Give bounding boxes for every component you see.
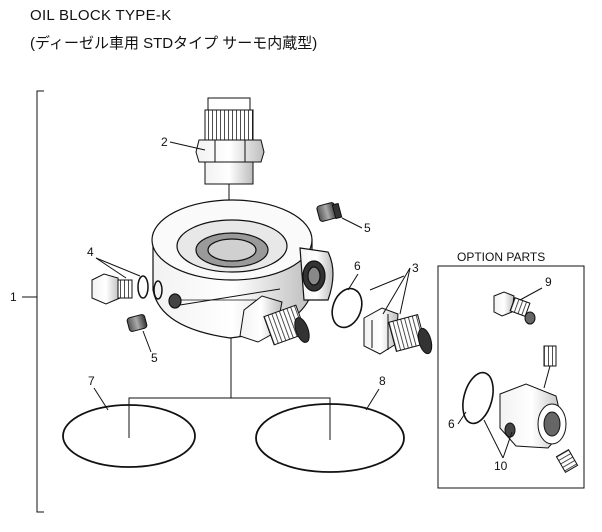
part-2-thermo-fitting xyxy=(195,97,265,185)
callout-7: 7 xyxy=(88,374,95,388)
part-3-an-fitting xyxy=(363,307,433,355)
callout-4: 4 xyxy=(87,245,94,259)
callout-9: 9 xyxy=(545,275,552,289)
part-7-large-o-ring xyxy=(62,404,196,468)
part-6-o-ring xyxy=(331,287,363,329)
option-parts-box xyxy=(437,265,585,489)
callout-6-option: 6 xyxy=(448,417,455,431)
o-ring-leader-lines xyxy=(128,397,331,440)
block-an-fitting xyxy=(239,295,310,346)
part-5-hex-plug-lower xyxy=(126,314,148,332)
callout-5: 5 xyxy=(364,221,371,235)
part-10-sensor-adapter xyxy=(499,345,579,473)
callout-2: 2 xyxy=(161,135,168,149)
callout-1: 1 xyxy=(10,290,17,304)
part-6-option-o-ring xyxy=(462,371,494,425)
diagram-subtitle: (ディーゼル車用 STDタイプ サーモ内蔵型) xyxy=(30,35,318,52)
part-4-bolt-washer xyxy=(91,273,163,305)
assembly-bracket xyxy=(22,90,44,513)
callout-10: 10 xyxy=(494,459,508,473)
part-8-large-o-ring xyxy=(255,403,405,473)
part-9-adapter xyxy=(493,291,536,325)
callout-3: 3 xyxy=(412,261,419,275)
callout-5-lower: 5 xyxy=(151,351,158,365)
option-parts-title: OPTION PARTS xyxy=(457,250,545,264)
callout-6: 6 xyxy=(354,259,361,273)
callout-8: 8 xyxy=(379,374,386,388)
diagram-title: OIL BLOCK TYPE-K xyxy=(30,7,172,24)
part-5-hex-plug xyxy=(316,202,343,222)
